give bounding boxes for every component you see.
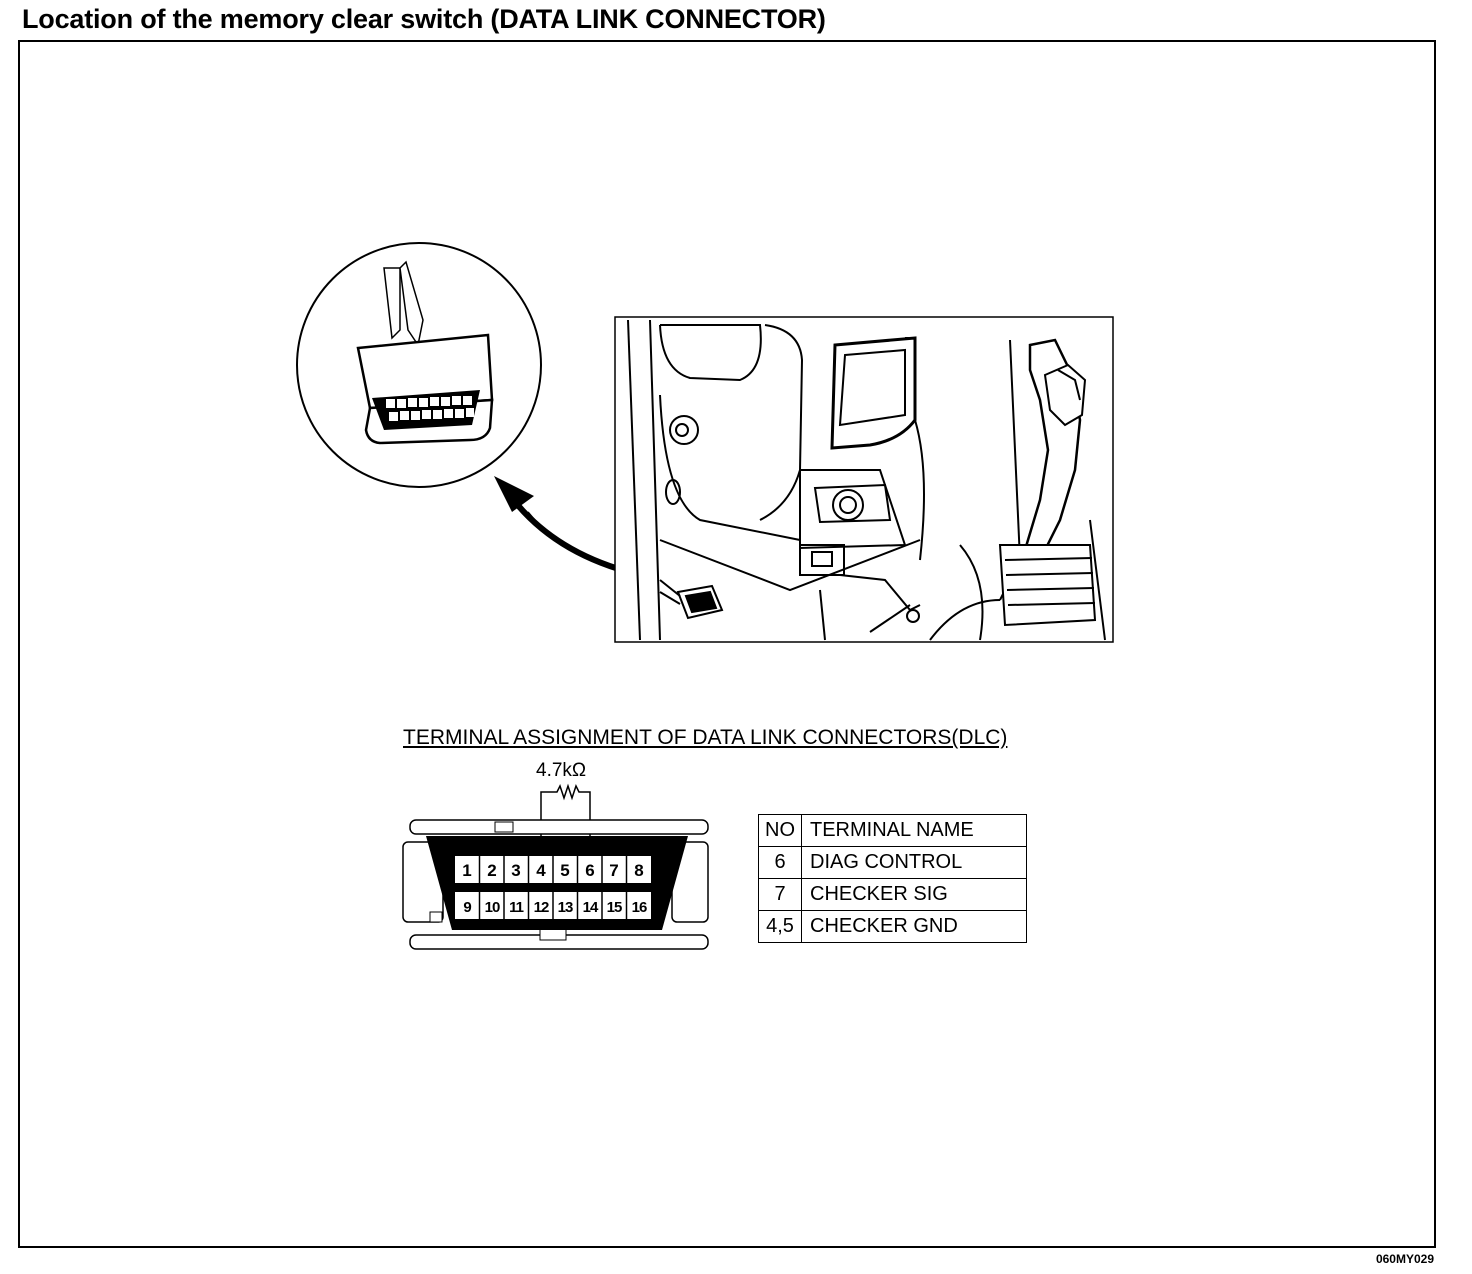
diagram-frame xyxy=(18,40,1436,1248)
dlc-pin-9: 9 xyxy=(463,899,471,916)
terminal-no: 4,5 xyxy=(758,910,802,943)
table-row: 4,5 CHECKER GND xyxy=(758,910,1027,943)
table-row: 7 CHECKER SIG xyxy=(758,878,1027,911)
terminal-no: 7 xyxy=(758,878,802,911)
dlc-section-title: TERMINAL ASSIGNMENT OF DATA LINK CONNECT… xyxy=(403,726,1008,749)
vehicle-interior-illustration xyxy=(614,316,1114,643)
figure-code: 060MY029 xyxy=(1375,1252,1434,1266)
dlc-pin-6: 6 xyxy=(585,861,594,880)
terminal-name: CHECKER GND xyxy=(801,910,1027,943)
page-title: Location of the memory clear switch (DAT… xyxy=(22,4,826,34)
dlc-pin-14: 14 xyxy=(583,899,599,916)
dlc-pin-2: 2 xyxy=(487,861,496,880)
dlc-pin-1: 1 xyxy=(462,861,471,880)
dlc-pin-3: 3 xyxy=(511,861,520,880)
dlc-pin-4: 4 xyxy=(536,861,546,880)
dlc-pin-5: 5 xyxy=(560,861,569,880)
dlc-pin-11: 11 xyxy=(509,899,524,916)
header-no: NO xyxy=(758,814,802,847)
terminal-name: CHECKER SIG xyxy=(801,878,1027,911)
dlc-pin-16: 16 xyxy=(632,899,647,916)
dlc-pin-15: 15 xyxy=(607,899,622,916)
terminal-no: 6 xyxy=(758,846,802,879)
connector-zoom-circle xyxy=(296,242,542,488)
dlc-connector-face: 1 2 3 4 5 6 7 8 9 10 11 12 13 14 15 16 xyxy=(402,819,709,950)
dlc-pin-7: 7 xyxy=(609,861,618,880)
dlc-pin-13: 13 xyxy=(558,899,573,916)
dlc-pin-10: 10 xyxy=(485,899,500,916)
terminal-table: NO TERMINAL NAME 6 DIAG CONTROL 7 CHECKE… xyxy=(758,814,1027,943)
terminal-table-header: NO TERMINAL NAME xyxy=(758,814,1027,847)
terminal-name: DIAG CONTROL xyxy=(801,846,1027,879)
table-row: 6 DIAG CONTROL xyxy=(758,846,1027,879)
header-terminal-name: TERMINAL NAME xyxy=(801,814,1027,847)
dlc-pin-12: 12 xyxy=(534,899,549,916)
resistor-label: 4.7kΩ xyxy=(536,760,587,781)
dlc-pin-8: 8 xyxy=(634,861,643,880)
zoom-pin-grid xyxy=(386,396,474,421)
